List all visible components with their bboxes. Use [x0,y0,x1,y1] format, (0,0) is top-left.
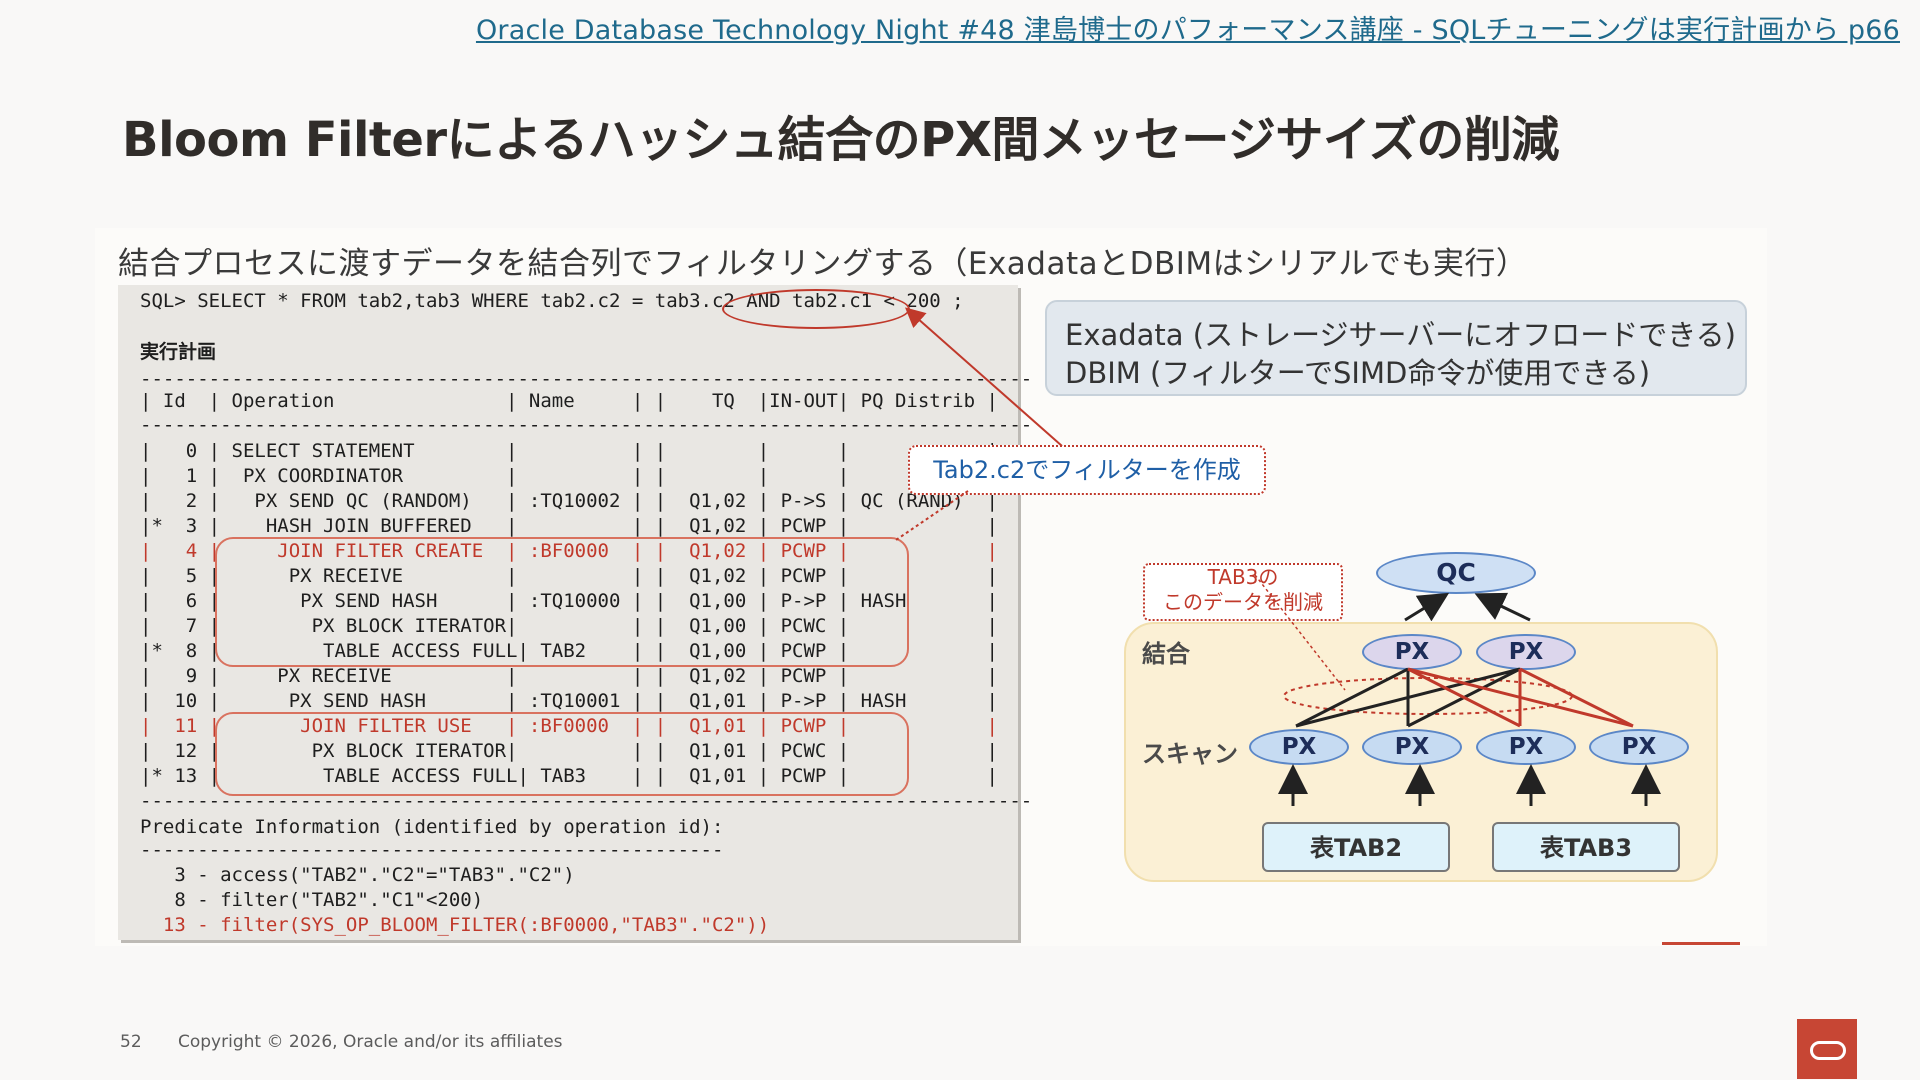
plan-row: |* 13 | TABLE ACCESS FULL| TAB3 | | Q1,0… [140,765,998,787]
plan-rule: ----------------------------------------… [140,368,1033,390]
filter-create-callout: Tab2.c2でフィルターを作成 [908,445,1266,495]
reference-link[interactable]: Oracle Database Technology Night #48 津島博… [475,15,1900,46]
tab3-to-join-lines [1407,667,1634,728]
px-scan-node-3: PX [1476,729,1576,765]
join-label: 結合 [1142,640,1190,668]
arrow-px-to-qc-1 [1404,592,1450,622]
plan-row: | 12 | PX BLOCK ITERATOR| | | Q1,01 | PC… [140,740,998,762]
scan-label: スキャン [1142,740,1238,768]
accent-line [1662,942,1740,945]
table-tab2: 表TAB2 [1262,822,1450,872]
table-tab3: 表TAB3 [1492,822,1680,872]
predicate-heading: Predicate Information (identified by ope… [140,816,724,838]
plan-rule: ----------------------------------------… [140,414,1033,436]
plan-row: |* 8 | TABLE ACCESS FULL| TAB2 | | Q1,00… [140,640,998,662]
plan-heading: 実行計画 [140,341,217,363]
copyright: Copyright © 2026, Oracle and/or its affi… [178,1032,563,1052]
plan-header-row: | Id | Operation | Name | | TQ |IN-OUT| … [140,390,998,412]
predicate-line: 3 - access("TAB2"."C2"="TAB3"."C2") [140,864,575,886]
tab2-to-join-lines [1295,667,1521,728]
predicate-rule: ----------------------------------------… [140,839,724,861]
plan-row: | 5 | PX RECEIVE | | | Q1,02 | PCWP | | [140,565,998,587]
predicate-line-bloom: 13 - filter(SYS_OP_BLOOM_FILTER(:BF0000,… [140,914,770,936]
exadata-dbim-note: Exadata (ストレージサーバーにオフロードできる) DBIM (フィルター… [1045,300,1747,396]
plan-row-join-filter-use: | 11 | JOIN FILTER USE | :BF0000 | | Q1,… [140,715,998,737]
px-join-node-2: PX [1476,634,1576,670]
qc-node: QC [1376,552,1536,594]
oracle-logo-icon [1797,1019,1857,1079]
exadata-note-line: Exadata (ストレージサーバーにオフロードできる) [1065,318,1736,352]
highlight-box-use [215,712,909,796]
plan-row-join-filter-create: | 4 | JOIN FILTER CREATE | :BF0000 | | Q… [140,540,998,562]
px-scan-node-2: PX [1362,729,1462,765]
tab3-note-pointer [1254,574,1346,691]
plan-row: | 7 | PX BLOCK ITERATOR| | | Q1,00 | PCW… [140,615,998,637]
execution-plan-panel: SQL> SELECT * FROM tab2,tab3 WHERE tab2.… [118,285,1032,940]
tab3-reduce-note: TAB3の このデータを削減 [1143,563,1343,621]
tab3-note-line1: TAB3の [1207,565,1279,589]
plan-row: |* 3 | HASH JOIN BUFFERED | | | Q1,02 | … [140,515,998,537]
plan-row: | 0 | SELECT STATEMENT | | | | | | [140,440,998,462]
page-number: 52 [120,1032,142,1052]
predicate-line: 8 - filter("TAB2"."C1"<200) [140,889,484,911]
plan-row: | 9 | PX RECEIVE | | | Q1,02 | PCWP | | [140,665,998,687]
figure-subtitle: 結合プロセスに渡すデータを結合列でフィルタリングする（ExadataとDBIMは… [118,246,1528,282]
plan-row: | 10 | PX SEND HASH | :TQ10001 | | Q1,01… [140,690,998,712]
tab3-note-line2: このデータを削減 [1163,590,1323,614]
plan-row: | 6 | PX SEND HASH | :TQ10000 | | Q1,00 … [140,590,998,612]
arrow-px-to-qc-2 [1474,592,1531,622]
slide-title: Bloom Filterによるハッシュ結合のPX間メッセージサイズの削減 [122,112,1559,168]
callout-pointer-line [895,490,969,541]
dbim-note-line: DBIM (フィルターでSIMD命令が使用できる) [1065,356,1651,390]
callout-arrow-to-predicate [905,307,1063,447]
highlight-box-create [215,537,909,667]
